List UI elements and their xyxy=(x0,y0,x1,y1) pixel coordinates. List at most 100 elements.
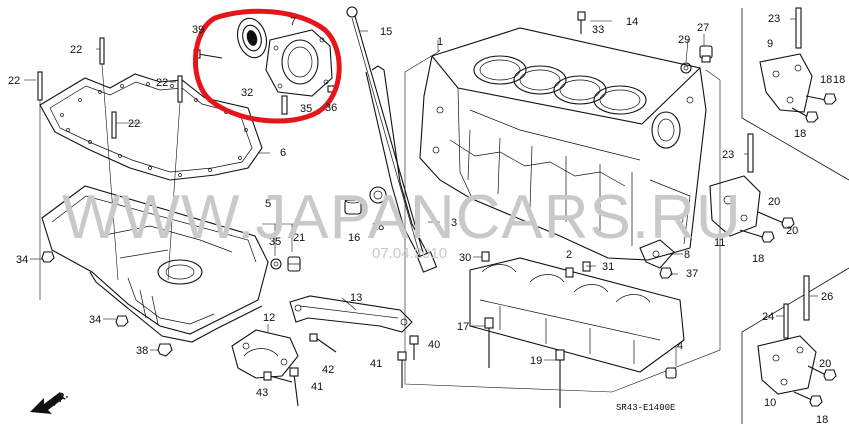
callout-6: 6 xyxy=(280,147,286,159)
stiffener-13 xyxy=(289,295,413,333)
callout-13: 13 xyxy=(350,292,362,304)
callout-22-a: 22 xyxy=(70,44,82,56)
engine-mount-bracket-10 xyxy=(757,335,817,395)
main-bearing-caps xyxy=(469,257,685,373)
callout-29: 29 xyxy=(678,34,690,46)
washer-29 xyxy=(680,62,692,74)
callout-43: 43 xyxy=(256,387,268,399)
callout-18-b: 18 xyxy=(794,128,806,140)
callout-14: 14 xyxy=(626,16,638,28)
callout-28: 28 xyxy=(372,221,384,233)
seal-28 xyxy=(369,186,387,204)
stud-22-left xyxy=(37,71,43,300)
callout-15: 15 xyxy=(380,26,392,38)
callout-20-a: 20 xyxy=(768,196,780,208)
callout-38: 38 xyxy=(136,345,148,357)
bolt-41-right xyxy=(397,351,407,388)
callout-35-a: 35 xyxy=(269,236,281,248)
stud-22-inner xyxy=(111,111,117,139)
callout-1: 1 xyxy=(437,36,443,48)
callout-labels: 1 2 3 4 5 6 7 8 9 10 11 12 13 14 15 16 1… xyxy=(8,13,845,426)
callout-30: 30 xyxy=(459,252,471,264)
dowel-2 xyxy=(565,267,574,278)
bolt-43 xyxy=(263,371,293,383)
callout-2: 2 xyxy=(566,249,572,261)
mount-bracket-11 xyxy=(709,175,761,237)
plug-4 xyxy=(665,367,677,379)
stud-22-mid xyxy=(167,75,183,281)
callout-36: 36 xyxy=(325,102,337,114)
callout-3: 3 xyxy=(451,217,457,229)
callout-18-d: 18 xyxy=(816,414,828,424)
callout-22-c: 22 xyxy=(156,77,168,89)
bolt-20-a xyxy=(757,211,795,229)
callout-7: 7 xyxy=(290,16,296,28)
callout-41-a: 41 xyxy=(370,358,382,370)
callout-26: 26 xyxy=(821,291,833,303)
leader-lines xyxy=(24,18,818,366)
highlight-circle xyxy=(192,8,342,124)
bolt-18-d xyxy=(793,391,823,407)
bolt-20-b xyxy=(807,365,837,381)
cylinder-block-1 xyxy=(419,27,707,261)
drain-bolt-34-left xyxy=(41,251,55,263)
bolt-42 xyxy=(309,333,337,353)
callout-11: 11 xyxy=(714,237,725,249)
dipstick-15 xyxy=(346,6,429,271)
callout-22-b: 22 xyxy=(8,75,20,87)
bolt-38 xyxy=(157,343,173,357)
callout-41-b: 41 xyxy=(311,381,323,393)
engine-mount-bracket-9 xyxy=(759,53,813,113)
bushing-16 xyxy=(344,196,362,215)
callout-4: 4 xyxy=(677,340,683,352)
oil-pan-gasket xyxy=(39,73,263,181)
callout-35-b: 35 xyxy=(300,103,312,115)
stud-23-top xyxy=(795,7,802,49)
bolt-18-b xyxy=(791,107,819,123)
dipstick-tube-3 xyxy=(365,65,438,273)
callout-bracket-1 xyxy=(404,40,441,73)
callout-18-c: 18 xyxy=(752,253,764,265)
callout-40: 40 xyxy=(428,339,440,351)
bolt-40 xyxy=(409,335,419,360)
inset-frame-bottom xyxy=(741,267,849,424)
stud-24 xyxy=(783,303,789,339)
callout-34-a: 34 xyxy=(16,254,28,266)
watermark-date: 07.04.2010 xyxy=(372,245,447,262)
callout-42: 42 xyxy=(322,364,334,376)
drain-plug-21 xyxy=(287,256,301,272)
callout-31: 31 xyxy=(602,261,614,273)
crank-oil-seal-32 xyxy=(236,17,268,59)
callout-32: 32 xyxy=(241,87,253,99)
bolt-18-c xyxy=(739,229,775,243)
bracket-8 xyxy=(639,239,675,269)
oil-pan xyxy=(41,185,269,343)
callout-21: 21 xyxy=(293,232,305,244)
bolt-37 xyxy=(659,267,673,279)
callout-18-a: 18 xyxy=(820,74,832,86)
callout-23-b: 23 xyxy=(722,149,734,161)
callout-24: 24 xyxy=(762,311,774,323)
callout-22-d: 22 xyxy=(128,118,140,130)
callout-16: 16 xyxy=(348,232,360,244)
callout-19: 19 xyxy=(530,355,542,367)
inset-frame-top xyxy=(741,8,849,181)
callout-18-e: 18 xyxy=(833,74,845,86)
diagram-code: SR43-E1400E xyxy=(616,403,675,413)
callout-8: 8 xyxy=(684,249,690,261)
callout-10: 10 xyxy=(764,397,776,409)
stud-23-mid xyxy=(747,133,754,173)
callout-17: 17 xyxy=(457,321,469,333)
callout-20-b: 20 xyxy=(819,358,831,370)
watermark-site: WWW.JAPANCARS.RU xyxy=(62,183,742,252)
dowel-30 xyxy=(481,251,490,262)
callout-27: 27 xyxy=(697,22,709,34)
bolt-18-a xyxy=(805,93,837,105)
bolt-34-bottom xyxy=(115,315,129,327)
bolt-17 xyxy=(484,317,494,368)
callout-12: 12 xyxy=(263,312,275,324)
washer-35 xyxy=(270,258,282,270)
stud-22-top xyxy=(99,37,119,281)
